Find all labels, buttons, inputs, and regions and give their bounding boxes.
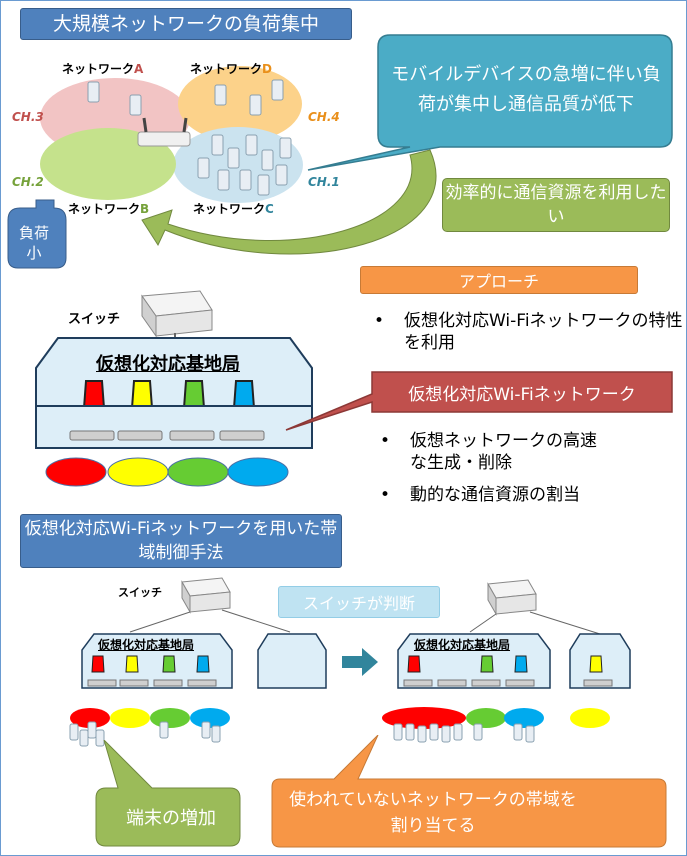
ap-devices: [69, 430, 265, 441]
decision-box: スイッチが判断: [278, 586, 440, 618]
low-load-shape: [7, 199, 67, 269]
network-ellipses: [45, 457, 289, 487]
increase-callout-shape: [95, 740, 241, 847]
virtual-ap-lamps: [82, 380, 256, 446]
phone-icons: [87, 79, 292, 196]
channel-4-label: CH.4: [308, 110, 340, 124]
router-icon: [137, 117, 191, 147]
method-switch-label: スイッチ: [118, 586, 162, 599]
low-load-label: 負荷小: [18, 224, 49, 262]
method-title: 仮想化対応Wi-Fiネットワークを用いた帯域制御手法: [20, 514, 342, 568]
left-switch-icon: [181, 577, 231, 614]
network-d-area: [178, 66, 302, 142]
network-d-label: ネットワークD: [190, 62, 272, 76]
switch-label: スイッチ: [68, 312, 121, 327]
network-c-label: ネットワークC: [193, 202, 274, 216]
increase-label: 端末の増加: [126, 808, 216, 829]
efficient-use-box: 効率的に通信資源を利用したい: [442, 178, 670, 232]
assign-label: 使われていないネットワークの帯域を割り当てる: [289, 790, 577, 836]
method-base-station-right: 仮想化対応基地局: [414, 638, 511, 652]
feature-callout-shape: [285, 371, 673, 431]
base-station-title: 仮想化対応基地局: [96, 354, 240, 375]
channel-2-label: CH.2: [12, 175, 44, 189]
right-switch-icon: [487, 579, 537, 616]
switch-icon: [141, 290, 213, 338]
top-title: 大規模ネットワークの負荷集中: [20, 8, 352, 40]
channel-3-label: CH.3: [12, 110, 44, 124]
device-icons: [69, 721, 535, 747]
network-diagram: [40, 66, 437, 255]
callout-shape: [307, 34, 673, 171]
assign-callout-shape: [271, 735, 667, 848]
channel-1-label: CH.1: [308, 175, 340, 189]
feature-title: 仮想化対応Wi-Fiネットワーク: [408, 384, 636, 405]
curved-arrow: [141, 149, 437, 255]
method-diagram: [69, 577, 631, 747]
method-base-station-left: 仮想化対応基地局: [98, 638, 195, 652]
base-station-diagram: [35, 290, 313, 487]
approach-title: アプローチ: [360, 266, 638, 294]
network-b-label: ネットワークB: [68, 202, 150, 216]
callout-text: モバイルデバイスの急増に伴い負荷が集中し通信品質が低下: [391, 64, 661, 115]
network-a-label: ネットワークA: [62, 62, 144, 76]
